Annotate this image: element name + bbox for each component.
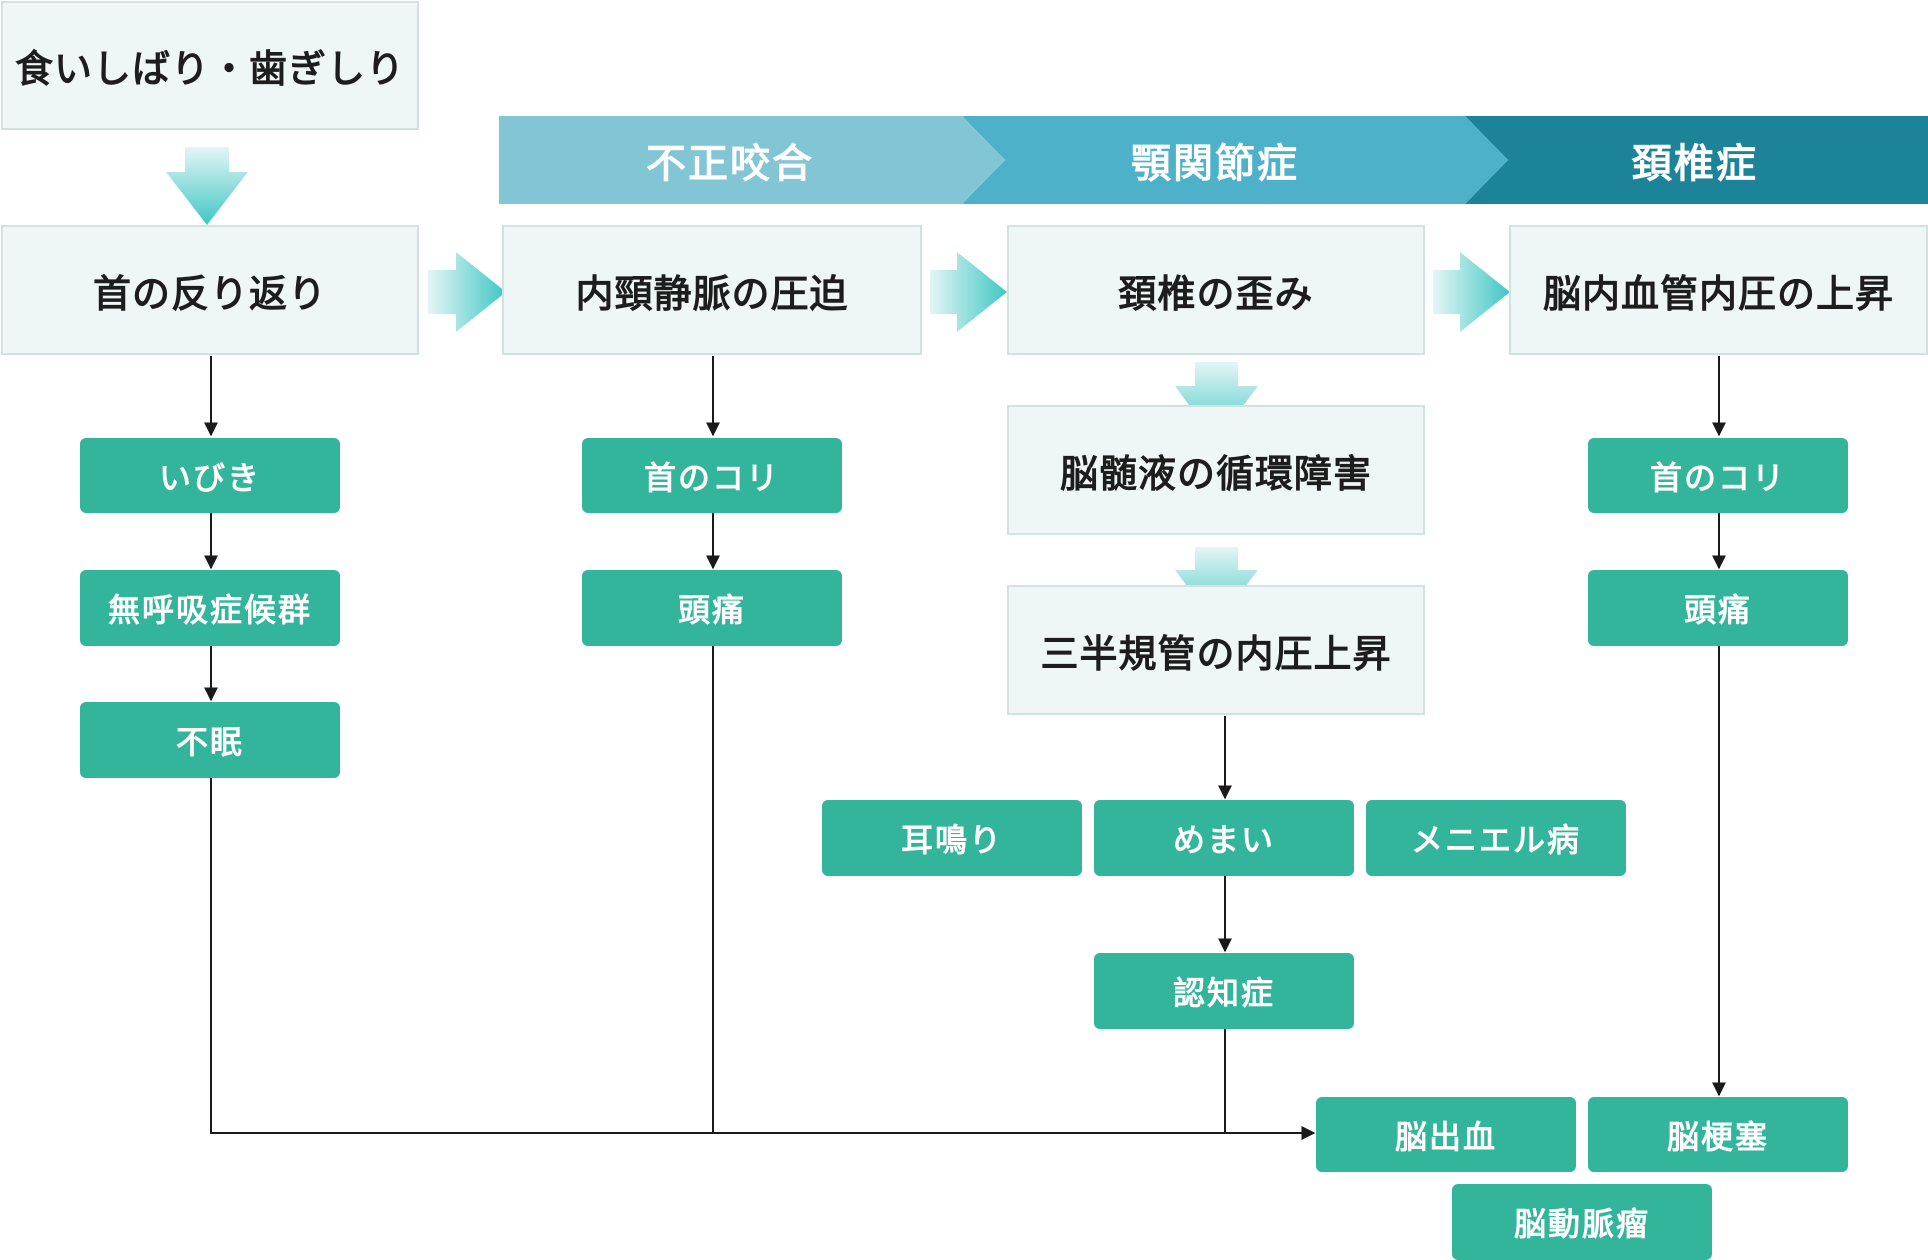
tag-snoring: いびき xyxy=(80,438,340,513)
flow-arrow-down-2 xyxy=(1175,362,1258,442)
box-semicircular-canal-pressure: 三半規管の内圧上昇 xyxy=(1007,585,1425,715)
flow-arrow-right-3 xyxy=(1433,252,1510,332)
connector-line xyxy=(210,778,1316,1140)
flow-arrow-right-1 xyxy=(428,252,506,332)
stage-label-cervical-spondylosis: 頚椎症 xyxy=(1632,140,1758,187)
tag-cerebral-infarction: 脳梗塞 xyxy=(1588,1097,1848,1172)
tag-tinnitus: 耳鳴り xyxy=(822,800,1082,876)
tag-menieres-disease: メニエル病 xyxy=(1366,800,1626,876)
box-intracranial-pressure-rise: 脳内血管内圧の上昇 xyxy=(1509,225,1928,355)
flow-arrow-right-2 xyxy=(930,252,1007,332)
tag-dementia: 認知症 xyxy=(1094,953,1354,1029)
box-neck-hyperextension: 首の反り返り xyxy=(1,225,419,355)
stage-chevron-2 xyxy=(962,116,1508,204)
box-cervical-distortion: 頚椎の歪み xyxy=(1007,225,1425,355)
tag-sleep-apnea: 無呼吸症候群 xyxy=(80,570,340,646)
stage-label-tmj-disorder: 顎関節症 xyxy=(1131,140,1299,187)
tag-stiff-neck: 首のコリ xyxy=(582,438,842,513)
tag-cerebral-aneurysm: 脳動脈瘤 xyxy=(1452,1184,1712,1260)
stage-label-malocclusion: 不正咬合 xyxy=(646,140,814,187)
start-box-clenching-grinding: 食いしばり・歯ぎしり xyxy=(1,1,419,130)
box-csf-circulation-disorder: 脳髄液の循環障害 xyxy=(1007,405,1425,535)
tag-headache-2: 頭痛 xyxy=(1588,570,1848,646)
tag-insomnia: 不眠 xyxy=(80,702,340,778)
stage-chevron-3 xyxy=(1465,116,1928,204)
tag-cerebral-hemorrhage: 脳出血 xyxy=(1316,1097,1576,1172)
tag-stiff-neck-2: 首のコリ xyxy=(1588,438,1848,513)
box-jugular-vein-compression: 内頸静脈の圧迫 xyxy=(502,225,922,355)
stage-chevron-1 xyxy=(499,116,1005,204)
stage-band xyxy=(499,116,1928,204)
tag-dizziness: めまい xyxy=(1094,800,1354,876)
flow-arrow-down-1 xyxy=(166,147,248,225)
tag-headache: 頭痛 xyxy=(582,570,842,646)
